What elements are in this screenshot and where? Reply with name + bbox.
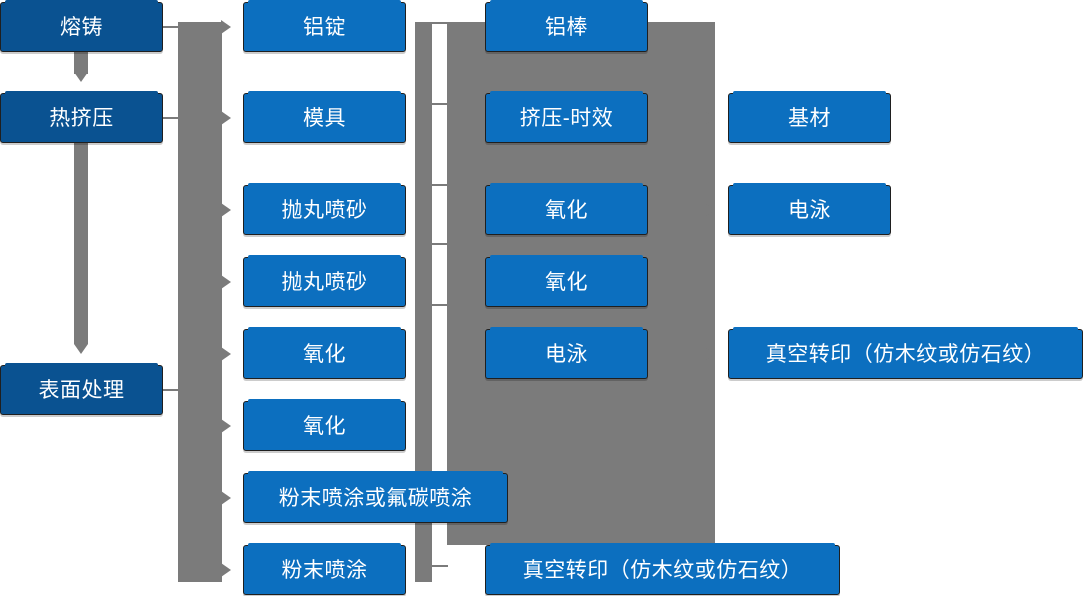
arrow-to-jicai-icon	[705, 111, 715, 125]
node-cap	[248, 183, 401, 186]
node-cap	[490, 91, 643, 94]
arrow-to-muju-icon	[221, 111, 231, 125]
tick-line-2	[432, 103, 448, 105]
node-operation-yanghua-2[interactable]: 氧化	[243, 399, 406, 451]
arrow-to-dianyong-icon	[705, 203, 715, 217]
node-label: 粉末喷涂	[281, 558, 368, 582]
node-cap	[733, 91, 886, 94]
arrow-down-to-rejiya-icon	[74, 72, 88, 82]
tick-line-1	[432, 22, 448, 24]
arrow-to-ludin-icon	[221, 20, 231, 34]
node-cap	[490, 183, 643, 186]
stem-rejiya	[163, 117, 183, 119]
node-output-jicai[interactable]: 基材	[728, 91, 891, 143]
node-label: 氧化	[545, 198, 588, 222]
node-cap	[248, 327, 401, 330]
node-treatment-jiya-shixiao[interactable]: 挤压-时效	[485, 91, 648, 143]
connector-band-stage-to-operation	[178, 22, 222, 582]
tick-line-6	[432, 565, 448, 567]
arrow-to-paowan-1-icon	[221, 203, 231, 217]
node-cap	[248, 0, 401, 3]
node-label: 模具	[303, 106, 346, 130]
tick-line-5	[432, 304, 448, 306]
node-label: 氧化	[545, 270, 588, 294]
node-cap	[5, 363, 158, 366]
arrow-to-fenmo-1-icon	[221, 491, 231, 505]
node-stage-rejiya[interactable]: 热挤压	[0, 91, 163, 143]
node-treatment-yanghua-2[interactable]: 氧化	[485, 255, 648, 307]
node-operation-paowanpensha-1[interactable]: 抛丸喷砂	[243, 183, 406, 235]
node-output-dianyong[interactable]: 电泳	[728, 183, 891, 235]
node-treatment-dianyong[interactable]: 电泳	[485, 327, 648, 379]
node-cap	[733, 327, 1078, 330]
arrow-to-paowan-2-icon	[221, 275, 231, 289]
node-cap	[248, 255, 401, 258]
node-label: 氧化	[303, 414, 346, 438]
node-cap	[490, 255, 643, 258]
node-stage-biaomianchuli[interactable]: 表面处理	[0, 363, 163, 415]
node-cap	[490, 327, 643, 330]
tick-line-4	[432, 243, 448, 245]
node-operation-yanghua-1[interactable]: 氧化	[243, 327, 406, 379]
arrow-to-yanghua-1-icon	[221, 347, 231, 361]
node-operation-fenmopentu-fution[interactable]: 粉末喷涂或氟碳喷涂	[243, 471, 508, 523]
node-output-zhenkongzhuanyin[interactable]: 真空转印（仿木纹或仿石纹）	[728, 327, 1083, 379]
node-label: 基材	[788, 106, 831, 130]
node-cap	[248, 471, 503, 474]
node-label: 抛丸喷砂	[281, 198, 368, 222]
arrow-down-to-biaomian-icon	[74, 344, 88, 354]
node-cap	[5, 91, 158, 94]
node-label: 抛丸喷砂	[281, 270, 368, 294]
node-cap	[248, 543, 401, 546]
stage-vertical-trunk	[74, 52, 88, 74]
node-stage-rongzhu[interactable]: 熔铸	[0, 0, 163, 52]
node-cap	[5, 0, 158, 3]
node-treatment-lubang[interactable]: 铝棒	[485, 0, 648, 52]
node-cap	[248, 399, 401, 402]
node-label: 表面处理	[38, 378, 125, 402]
node-label: 氧化	[303, 342, 346, 366]
node-treatment-zhenkongzhuanyin[interactable]: 真空转印（仿木纹或仿石纹）	[485, 543, 840, 595]
arrow-to-fenmo-2-icon	[221, 563, 231, 577]
node-cap	[248, 91, 401, 94]
node-label: 电泳	[788, 198, 831, 222]
node-operation-fenmopentu[interactable]: 粉末喷涂	[243, 543, 406, 595]
connector-band-operation-to-treatment	[415, 22, 432, 582]
node-cap	[733, 183, 886, 186]
node-label: 热挤压	[49, 106, 114, 130]
node-treatment-yanghua-1[interactable]: 氧化	[485, 183, 648, 235]
stem-biaomian	[163, 389, 183, 391]
stage-vertical-trunk-2	[74, 143, 88, 344]
node-label: 铝棒	[545, 15, 588, 39]
node-cap	[490, 0, 643, 3]
node-label: 真空转印（仿木纹或仿石纹）	[765, 342, 1046, 366]
node-operation-muju[interactable]: 模具	[243, 91, 406, 143]
node-label: 挤压-时效	[519, 106, 614, 130]
node-cap	[490, 543, 835, 546]
arrow-to-zhuanyin-icon	[705, 347, 715, 361]
node-label: 粉末喷涂或氟碳喷涂	[278, 486, 473, 510]
node-label: 铝锭	[303, 15, 346, 39]
node-label: 真空转印（仿木纹或仿石纹）	[522, 558, 803, 582]
node-operation-ludin[interactable]: 铝锭	[243, 0, 406, 52]
node-label: 电泳	[545, 342, 588, 366]
arrow-to-yanghua-2-icon	[221, 419, 231, 433]
node-label: 熔铸	[60, 15, 103, 39]
tick-line-3	[432, 184, 448, 186]
stem-rongzhu	[163, 26, 183, 28]
node-operation-paowanpensha-2[interactable]: 抛丸喷砂	[243, 255, 406, 307]
